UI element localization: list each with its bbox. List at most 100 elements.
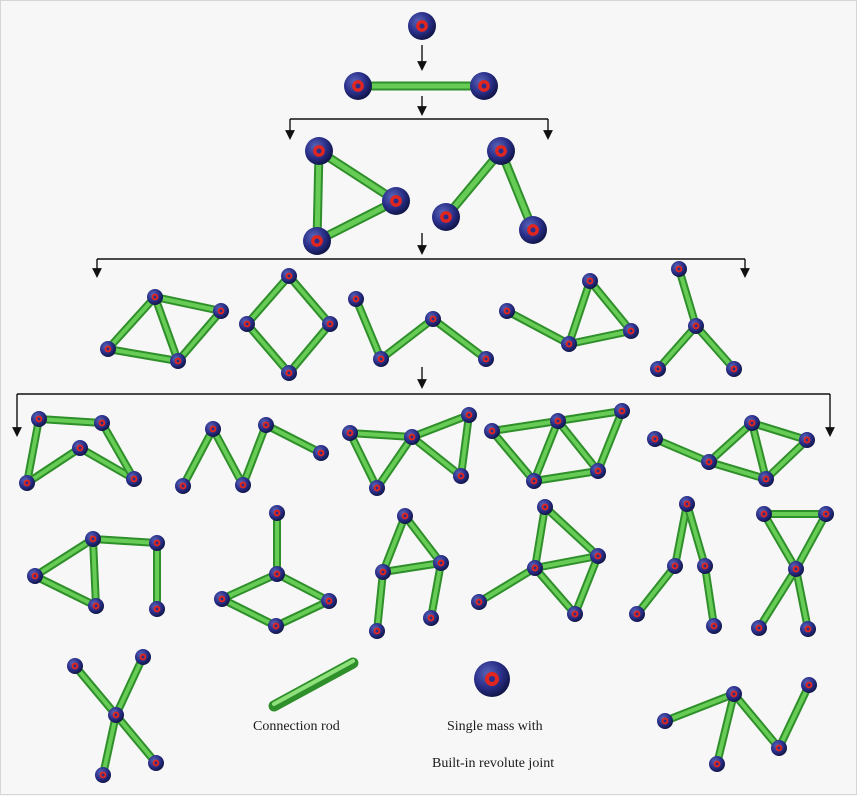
legend-mass-label-line2: Built-in revolute joint [432, 756, 555, 771]
connection-rod-highlight [490, 429, 536, 483]
mass-node [149, 535, 165, 551]
connection-rod-highlight [403, 514, 443, 565]
mass-node [72, 440, 88, 456]
connection-rod-highlight [532, 419, 560, 483]
connection-rod-highlight [573, 554, 600, 616]
connection-rod-highlight [635, 564, 677, 616]
structure-l4-zigzag [348, 291, 494, 367]
mass-node [375, 564, 391, 580]
connection-rod-highlight [153, 295, 180, 363]
structure-l5-x-cross [67, 649, 164, 783]
connection-rod-highlight [673, 502, 689, 568]
connection-rod-highlight [106, 347, 180, 363]
connection-rod-highlight [101, 713, 118, 777]
connection-rod-highlight [556, 409, 624, 423]
connection-rod-highlight [379, 317, 435, 361]
mass-node [726, 361, 742, 377]
mass-node [590, 548, 606, 564]
connection-rod-highlight [757, 567, 798, 630]
mass-node [550, 413, 566, 429]
structure-l5-triangle-post [27, 531, 165, 617]
structure-l3-chain [432, 137, 547, 244]
structure-l5-triangle-cross [751, 506, 834, 637]
connection-rod-highlight [275, 572, 331, 603]
mass-node [818, 506, 834, 522]
mass-node [342, 425, 358, 441]
legend [268, 657, 510, 712]
mass-node [170, 353, 186, 369]
legend-mass-label-line1: Single mass with [447, 719, 543, 734]
mass-node [526, 473, 542, 489]
connection-rod-highlight [354, 297, 383, 361]
mass-node [758, 471, 774, 487]
connection-rod-highlight [443, 148, 504, 220]
mass-node [788, 561, 804, 577]
mass-node [487, 137, 515, 165]
mass-node [321, 593, 337, 609]
connection-rod-highlight [431, 317, 488, 361]
connection-rod-highlight [429, 561, 443, 620]
mass-node [701, 454, 717, 470]
mass-node [305, 137, 333, 165]
connection-rod-highlight [505, 309, 571, 346]
connection-rod-highlight [91, 537, 98, 608]
legend-mass-icon [474, 661, 510, 697]
mass-node [313, 445, 329, 461]
connection-rod-highlight [694, 324, 736, 371]
connection-rod-highlight [176, 309, 223, 363]
mass-node [650, 361, 666, 377]
mass-node [404, 429, 420, 445]
connection-rod-highlight [287, 274, 332, 326]
connection-rod-highlight [703, 564, 716, 628]
connection-rod-highlight [316, 148, 399, 204]
connection-rod-highlight [410, 435, 463, 478]
mass-node [88, 598, 104, 614]
connection-rod-highlight [750, 421, 768, 481]
legend-connection-rod-highlight [272, 659, 355, 706]
mass-node [205, 421, 221, 437]
structure-l5-triangle-legs [369, 508, 449, 639]
connection-rod-highlight [211, 427, 245, 487]
connection-rod-highlight [498, 148, 536, 233]
structure-l5-double-triangle-tail [647, 415, 815, 487]
mass-node [344, 72, 372, 100]
connection-rod-highlight [78, 446, 136, 481]
structure-l4-star [650, 261, 742, 377]
connection-rod-highlight [543, 505, 600, 558]
mass-node [679, 496, 695, 512]
connection-rod-highlight [794, 512, 828, 571]
mass-node [800, 621, 816, 637]
mass-node [423, 610, 439, 626]
mass-node [235, 477, 251, 493]
mass-node [85, 531, 101, 547]
connection-rod-highlight [274, 599, 331, 628]
structure-l5-w-chain [175, 417, 329, 494]
mass-node [478, 351, 494, 367]
connection-rod-highlight [596, 409, 624, 473]
mass-node [322, 316, 338, 332]
mass-node [126, 471, 142, 487]
connection-rod-highlight [220, 572, 279, 601]
mass-node [697, 558, 713, 574]
mass-node [709, 756, 725, 772]
structure-l4-square [239, 268, 338, 381]
mass-node [527, 560, 543, 576]
mass-node [373, 351, 389, 367]
structure-l5-zigzag-fan [657, 677, 817, 772]
mass-node [425, 311, 441, 327]
connection-rod-highlight [533, 554, 600, 570]
mass-node [214, 591, 230, 607]
connection-rod-highlight [100, 421, 136, 481]
structure-l5-two-triangles-open [19, 411, 142, 491]
connection-rod-highlight [314, 198, 399, 244]
connection-rod-highlight [33, 574, 98, 608]
connection-rod-highlight [314, 148, 322, 244]
structure-l4-two-triangles [100, 289, 229, 369]
connection-rod-highlight [653, 437, 711, 464]
connection-rod-highlight [794, 567, 810, 631]
mass-node [397, 508, 413, 524]
connection-rod-highlight [656, 324, 698, 371]
connection-rod-highlight [715, 692, 736, 766]
structure-l5-bowtie [342, 407, 477, 496]
